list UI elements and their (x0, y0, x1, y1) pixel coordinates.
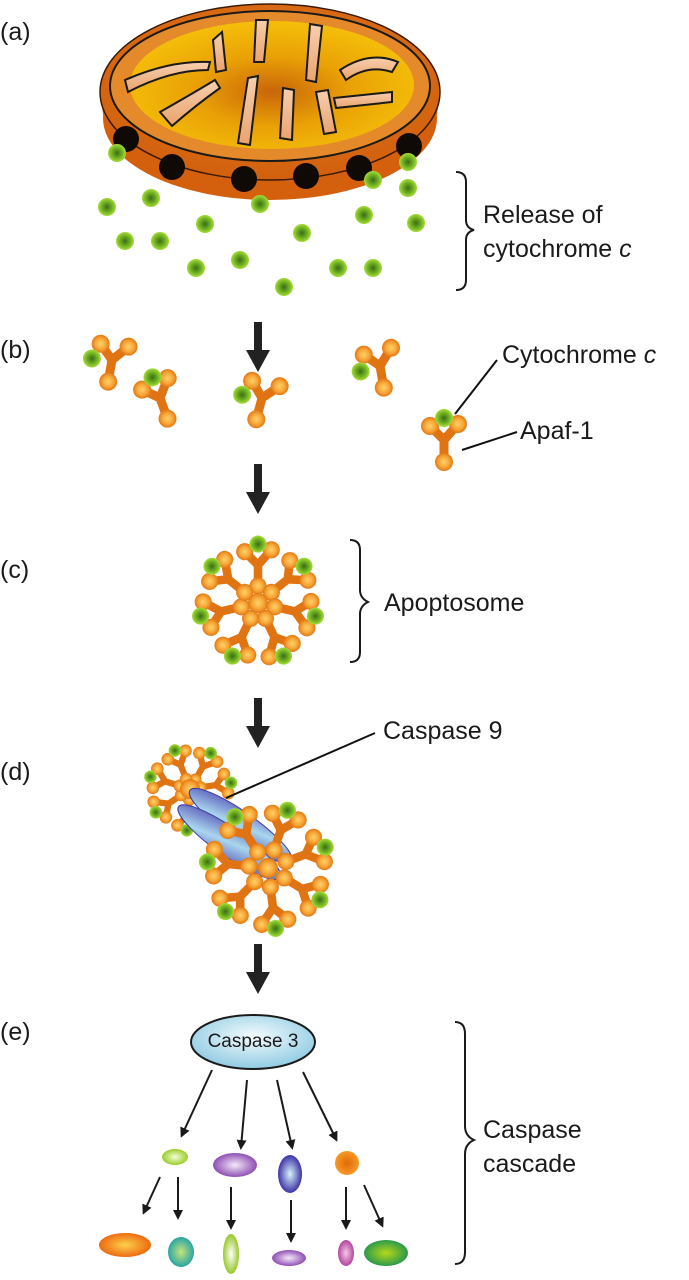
apaf1-monomer (253, 878, 297, 937)
panel-label-d: (d) (0, 758, 31, 786)
caspase-product-magenta (338, 1240, 354, 1266)
cytochrome-c-label: Cytochrome c (502, 338, 656, 372)
apaf1-monomer (219, 805, 267, 861)
apoptosome-label: Apoptosome (384, 589, 525, 617)
cytochrome-callout-line (454, 359, 498, 415)
cytochrome-c (278, 801, 296, 819)
panel-label-c: (c) (0, 556, 30, 584)
arrow-b-to-c (246, 464, 270, 514)
cytochrome-c (267, 919, 285, 937)
caspase9-label: Caspase 9 (383, 717, 503, 745)
brace-e (454, 1021, 477, 1265)
caspase-product-lime-2 (223, 1234, 239, 1274)
apaf1-monomer (201, 550, 254, 601)
arrow-c-to-d (246, 698, 270, 748)
cascade-annotation-line2: cascade (483, 1150, 577, 1178)
release-annotation-italic: c (619, 235, 632, 263)
apaf1-monomer (263, 801, 307, 859)
panel-label-b: (b) (0, 336, 31, 364)
apaf1-monomer (266, 592, 324, 637)
cascade-products-level2 (99, 1233, 408, 1274)
cytochrome-c (295, 557, 313, 575)
apaf1-monomer (161, 744, 193, 786)
cytochrome-c (226, 808, 244, 826)
mitochondrion (99, 3, 441, 200)
brace-a (455, 171, 475, 291)
caspase-product-orange (335, 1151, 359, 1175)
cytochrome-c (203, 557, 221, 575)
apaf1-monomer (236, 535, 280, 595)
arrow-a-to-b (246, 322, 270, 372)
apaf1-monomer (275, 869, 329, 917)
release-annotation-line1: Release of (483, 201, 603, 229)
caspase3-node (190, 1014, 316, 1070)
apaf1-monomer (147, 788, 188, 824)
apaf1-monomer (233, 371, 289, 429)
release-annotation-word: cytochrome (483, 235, 613, 263)
cytochrome-c (168, 744, 182, 757)
apoptosome-with-caspase9 (144, 744, 334, 937)
release-annotation-line2: cytochrome c (483, 232, 632, 266)
cascade-annotation: Caspase cascade (483, 1113, 582, 1181)
caspase-product-teal (168, 1237, 194, 1267)
brace-c (349, 539, 371, 663)
release-annotation: Release of cytochrome c (483, 198, 632, 266)
cristae (123, 19, 400, 147)
caspase-product-purple (213, 1153, 257, 1177)
cytochrome-c-label-italic: c (643, 341, 657, 369)
cytochrome-c (233, 385, 252, 404)
cascade-arrows (142, 1069, 384, 1243)
cytochrome-c (82, 349, 101, 368)
caspase-product-purple-2 (272, 1250, 306, 1266)
apaf1-monomer (256, 609, 301, 666)
apaf1-monomer (211, 873, 264, 924)
cytochrome-c (143, 368, 162, 387)
apaf1-monomer (277, 828, 334, 871)
cytochrome-c (204, 746, 217, 760)
apaf1-monomer (214, 609, 260, 665)
flow-arrows (246, 322, 270, 994)
cytochrome-c (435, 409, 453, 427)
arrow-d-to-e (246, 944, 270, 994)
cytochrome-c (144, 770, 157, 784)
cascade-annotation-line1: Caspase (483, 1116, 582, 1144)
apaf1-monomer (421, 409, 467, 471)
cytochrome-c (223, 647, 241, 665)
apaf1-monomer (82, 334, 138, 391)
cytochrome-c (192, 607, 210, 625)
cytochrome-c (275, 647, 293, 665)
apaf1-callout-line (461, 431, 518, 451)
apaf1-monomer (351, 338, 401, 397)
cytochrome-c (306, 607, 324, 625)
cytochrome-c (316, 838, 334, 856)
cytochrome-c (224, 776, 238, 790)
apaf1-monomer (262, 552, 317, 601)
apaf1-monomer (133, 368, 177, 428)
apaf1-monomer (198, 840, 258, 885)
cytochrome-c (216, 903, 235, 921)
caspase-product-orange-2 (99, 1233, 151, 1257)
cascade-products-level1 (162, 1149, 359, 1193)
caspase-product-blue (278, 1155, 302, 1193)
cytochrome-c (149, 806, 163, 819)
cytochrome-c-label-word: Cytochrome (502, 341, 637, 369)
cytochrome-c (311, 891, 329, 909)
apaf1-monomers (82, 334, 467, 471)
cytochrome-c (249, 535, 267, 553)
panel-label-e: (e) (0, 1018, 31, 1046)
cytochrome-c (198, 853, 216, 871)
caspase-product-green (364, 1240, 408, 1266)
caspase9-callout-line (225, 732, 376, 799)
panel-label-a: (a) (0, 18, 31, 46)
caspase-product-lime (162, 1149, 188, 1165)
apaf1-monomer (189, 746, 224, 787)
apoptosome (192, 535, 324, 666)
caspase3-label: Caspase 3 (207, 1031, 299, 1052)
apaf1-label: Apaf-1 (520, 417, 594, 445)
apaf1-monomer (192, 593, 250, 636)
cytochrome-c (351, 362, 370, 381)
